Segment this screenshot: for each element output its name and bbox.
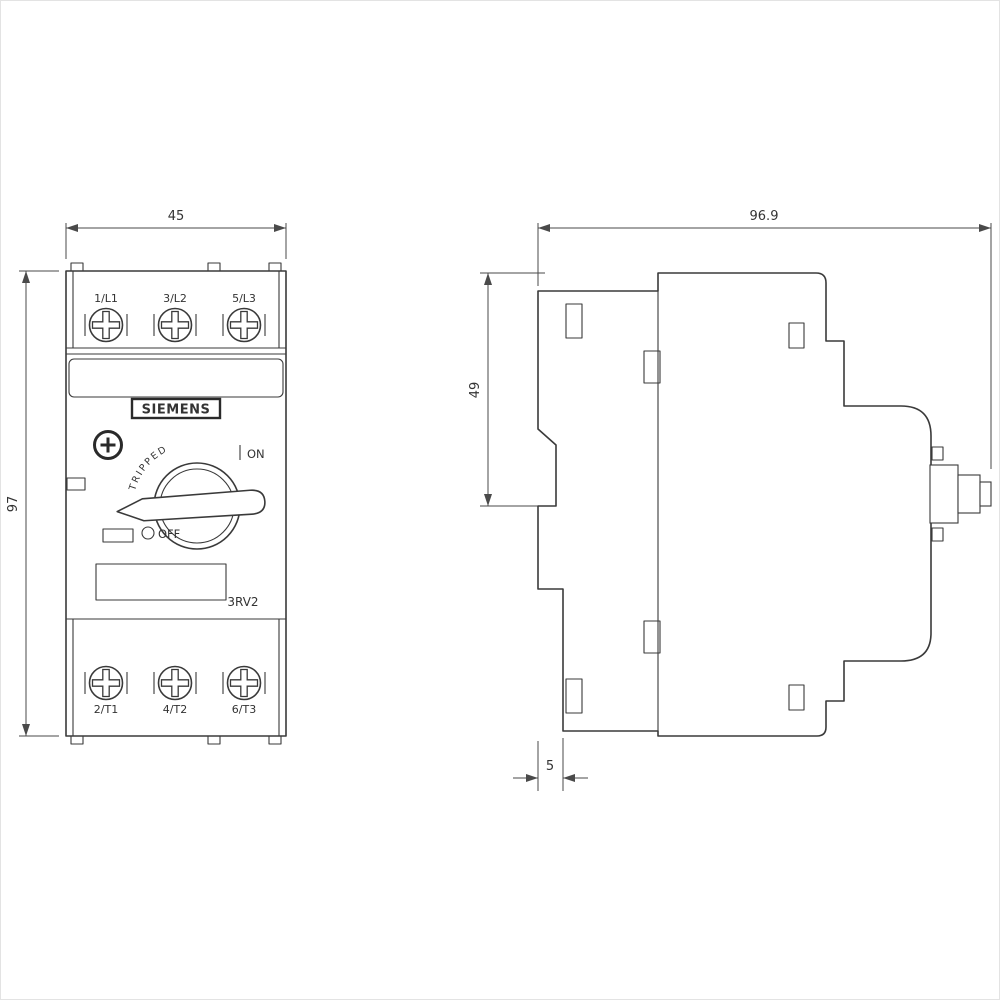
vent-slot: [788, 684, 805, 711]
indicator-window: [66, 477, 86, 491]
adjustment-dial[interactable]: [93, 430, 123, 460]
terminal-label: 1/L1: [94, 292, 118, 305]
mount-tab: [70, 262, 84, 272]
dim-width-label: 45: [168, 209, 185, 224]
brand-plate: SIEMENS: [130, 397, 222, 420]
shaft-body: [957, 474, 981, 514]
control-area: TRIPPED ON OFF 3RV2: [66, 430, 266, 609]
terminal-label: 2/T1: [94, 703, 118, 716]
arrowhead: [979, 224, 991, 232]
label-field: [95, 563, 227, 601]
mount-tab: [207, 262, 221, 272]
dimension-depth: 96.9: [537, 209, 992, 469]
on-label: ON: [247, 447, 265, 461]
terminal-screw: [153, 665, 197, 701]
mount-tab: [268, 735, 282, 745]
terminal-screw: [222, 665, 266, 701]
dimension-height: 97: [6, 270, 59, 737]
dim-depth-label: 96.9: [750, 209, 779, 224]
dim-offset-label: 5: [546, 759, 554, 774]
vent-slot: [643, 620, 661, 654]
front-body-outline: [65, 270, 287, 737]
terminal-label: 3/L2: [163, 292, 187, 305]
terminal-screw: [84, 307, 128, 343]
vent-slot: [565, 303, 583, 339]
shaft-boss: [929, 464, 959, 524]
mount-tab: [207, 735, 221, 745]
off-position-mark: [141, 526, 155, 540]
arrowhead: [66, 224, 78, 232]
front-body: [65, 262, 287, 745]
dim-49-label: 49: [468, 382, 483, 399]
terminal-screw: [222, 307, 266, 343]
terminal-screw: [84, 665, 128, 701]
terminal-screw: [153, 307, 197, 343]
arrowhead: [526, 774, 538, 782]
terminal-label: 5/L3: [232, 292, 256, 305]
side-view: 96.9 49 5: [468, 209, 992, 791]
dim-height-label: 97: [6, 496, 21, 513]
shaft-detail: [931, 446, 944, 461]
vent-slot: [643, 350, 661, 384]
side-body: [537, 272, 992, 737]
front-plate: [68, 358, 284, 398]
arrowhead: [22, 724, 30, 736]
brand-label: SIEMENS: [142, 403, 211, 418]
dimension-offset: 5: [513, 738, 588, 791]
dimension-49: 49: [468, 272, 545, 507]
arrowhead: [22, 271, 30, 283]
arrowhead: [484, 494, 492, 506]
tripped-label: TRIPPED: [127, 444, 170, 493]
side-body-outline: [537, 272, 932, 737]
off-label: OFF: [158, 527, 180, 541]
terminal-label: 6/T3: [232, 703, 256, 716]
top-terminals: 1/L1 3/L2 5/L3: [84, 292, 266, 343]
mount-tab: [268, 262, 282, 272]
front-view: 45 97: [6, 209, 287, 745]
knob-handle[interactable]: [116, 489, 266, 523]
brand-box: [130, 397, 222, 420]
mount-tab: [70, 735, 84, 745]
arrowhead: [538, 224, 550, 232]
arrowhead: [563, 774, 575, 782]
arrowhead: [274, 224, 286, 232]
vent-slot: [565, 678, 583, 714]
test-button[interactable]: [102, 528, 134, 543]
terminal-label: 4/T2: [163, 703, 187, 716]
arrowhead: [484, 273, 492, 285]
model-label: 3RV2: [227, 595, 258, 609]
bottom-terminals: 2/T1 4/T2 6/T3: [84, 665, 266, 716]
knob-shaft: [929, 446, 992, 542]
dimension-width: 45: [65, 209, 287, 259]
shaft-tip: [979, 481, 992, 507]
vent-slot: [788, 322, 805, 349]
shaft-detail: [931, 527, 944, 542]
